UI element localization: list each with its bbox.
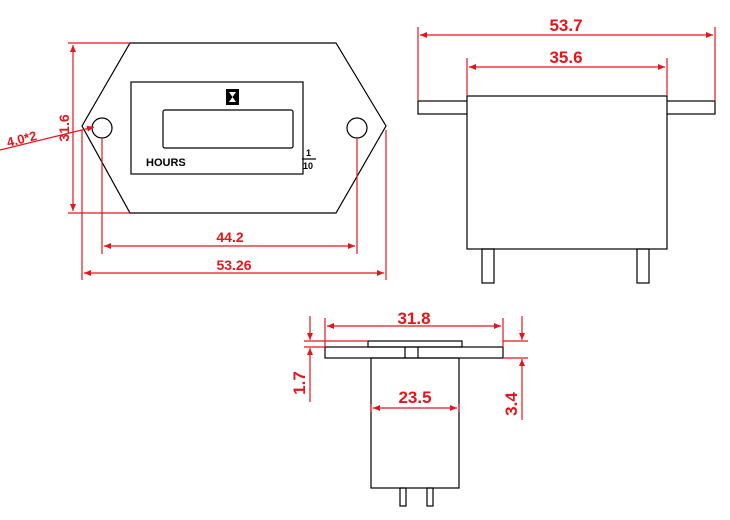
dim-bottom-body-width: 23.5 bbox=[398, 388, 431, 407]
dim-flange-thickness: 1.7 bbox=[290, 371, 309, 395]
hours-label: HOURS bbox=[146, 157, 186, 169]
hourglass-icon bbox=[226, 89, 239, 105]
side-view: 53.7 35.6 bbox=[417, 16, 716, 284]
mounting-hole-left bbox=[91, 117, 113, 139]
dim-bezel-thickness: 3.4 bbox=[502, 392, 521, 416]
dim-holes: 4.0*2 bbox=[5, 128, 38, 150]
front-view: HOURS 1 10 44.2 53.26 31.6 4.0*2 bbox=[0, 42, 387, 280]
dim-height: 31.6 bbox=[56, 114, 72, 141]
bottom-terminal-right bbox=[426, 487, 434, 507]
dim-bottom-flange-width: 31.8 bbox=[397, 309, 430, 328]
mounting-hole-right bbox=[346, 117, 368, 139]
bottom-flange bbox=[324, 346, 504, 359]
bottom-body bbox=[370, 357, 460, 489]
leader-holes bbox=[0, 125, 95, 151]
bottom-terminal-left bbox=[399, 487, 407, 507]
lcd-screen bbox=[162, 109, 294, 149]
fraction-denominator: 10 bbox=[303, 161, 313, 171]
fraction-numerator: 1 bbox=[306, 148, 311, 158]
side-terminal-right bbox=[636, 248, 650, 284]
display-window bbox=[130, 81, 304, 175]
bottom-bezel bbox=[367, 340, 463, 348]
side-body bbox=[466, 95, 668, 250]
dim-total-width: 53.26 bbox=[216, 257, 251, 273]
dim-side-body-width: 35.6 bbox=[549, 48, 582, 67]
bottom-view: 31.8 23.5 1.7 3.4 bbox=[290, 309, 528, 507]
dim-hole-spacing: 44.2 bbox=[216, 229, 243, 245]
bezel-outline bbox=[81, 42, 387, 214]
side-terminal-left bbox=[481, 248, 495, 284]
dim-side-flange-width: 53.7 bbox=[549, 16, 582, 35]
